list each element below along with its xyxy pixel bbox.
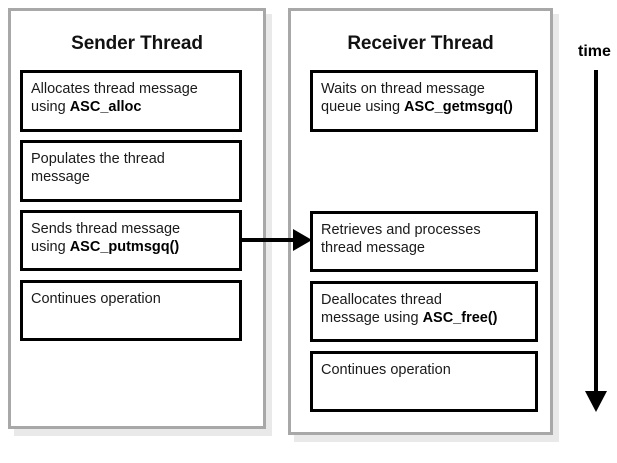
receiver-step-deallocate-line1: Deallocates thread (321, 292, 442, 308)
receiver-thread-title: Receiver Thread (347, 33, 494, 54)
receiver-step-wait-api: ASC_getmsgq() (404, 99, 513, 115)
sender-step-populate-line1: Populates the thread (31, 151, 165, 167)
message-arrow-head-icon (293, 229, 312, 251)
sender-step-allocate-api: ASC_alloc (69, 99, 142, 115)
receiver-step-retrieve-line2: thread message (321, 239, 535, 257)
sender-step-allocate-line1: Allocates thread message (31, 81, 198, 97)
receiver-step-wait-line1: Waits on thread message (321, 81, 485, 97)
sender-step-populate-line2: message (31, 168, 239, 186)
receiver-step-deallocate-api: ASC_free() (422, 310, 498, 326)
time-axis-arrow-head-icon (585, 391, 607, 412)
time-axis-label: time (578, 43, 611, 60)
sender-thread-title: Sender Thread (71, 33, 203, 54)
sender-step-continue: Continues operation (20, 280, 242, 341)
time-axis-line (594, 70, 598, 393)
receiver-step-continue: Continues operation (310, 351, 538, 412)
receiver-step-deallocate-line2: message using ASC_free() (321, 309, 535, 327)
sender-step-allocate-line2-text: using (31, 99, 70, 115)
sender-step-allocate-line2: using ASC_alloc (31, 98, 239, 116)
receiver-step-continue-line1: Continues operation (321, 362, 451, 378)
sender-step-send-line2-text: using (31, 239, 70, 255)
sender-step-populate-line2-text: message (31, 169, 90, 185)
sender-step-send-api: ASC_putmsgq() (69, 239, 180, 255)
receiver-step-deallocate-line2-text: message using (321, 310, 423, 326)
sender-step-populate: Populates the thread message (20, 140, 242, 202)
sender-step-continue-line1: Continues operation (31, 291, 161, 307)
receiver-step-retrieve-line2-text: thread message (321, 240, 425, 256)
sender-step-send: Sends thread message using ASC_putmsgq() (20, 210, 242, 271)
receiver-step-wait: Waits on thread message queue using ASC_… (310, 70, 538, 132)
receiver-step-wait-line2-text: queue using (321, 99, 405, 115)
sender-step-send-line1: Sends thread message (31, 221, 181, 237)
sender-step-send-line2: using ASC_putmsgq() (31, 238, 239, 256)
message-arrow-line (240, 238, 296, 242)
receiver-step-retrieve-line1: Retrieves and processes (321, 222, 481, 238)
sender-step-allocate: Allocates thread message using ASC_alloc (20, 70, 242, 132)
receiver-step-wait-line2: queue using ASC_getmsgq() (321, 98, 535, 116)
receiver-step-deallocate: Deallocates thread message using ASC_fre… (310, 281, 538, 342)
receiver-step-retrieve: Retrieves and processes thread message (310, 211, 538, 272)
